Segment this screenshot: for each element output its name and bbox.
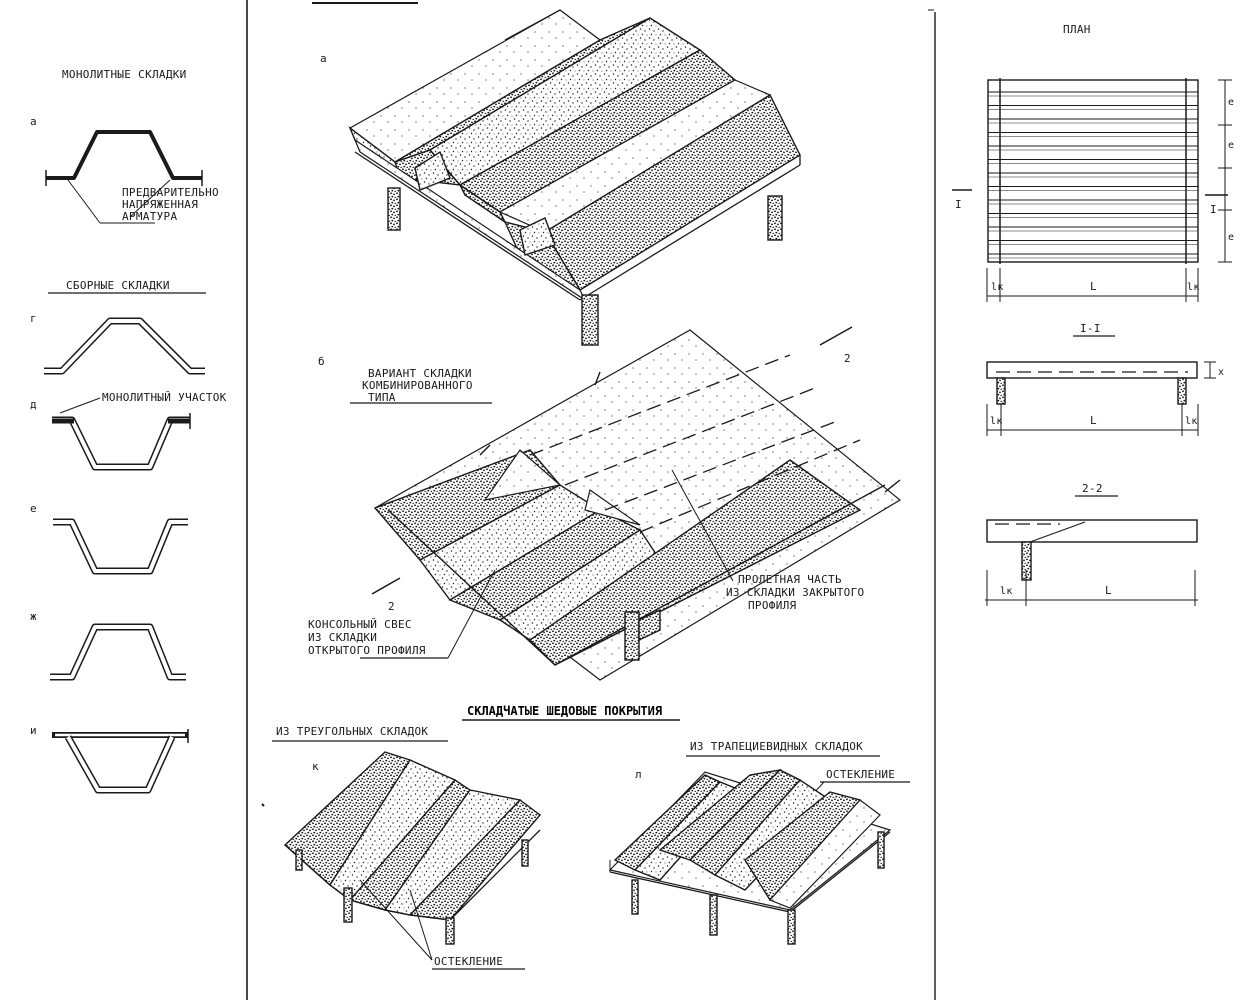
variant-label-2: КОМБИНИРОВАННОГО — [362, 379, 473, 392]
fig-letter-l: л — [635, 768, 642, 781]
svg-text:lк: lк — [990, 416, 1003, 427]
fold-letter-d: д — [30, 398, 37, 411]
section-2-title: 2-2 — [1082, 482, 1103, 495]
right-panel: ПЛАН e e e I I lк — [952, 23, 1234, 606]
cantilever-label-1: КОНСОЛЬНЫЙ СВЕС — [308, 618, 412, 631]
fig-letter-a: а — [320, 52, 327, 65]
span-label-2: ИЗ СКЛАДКИ ЗАКРЫТОГО — [726, 586, 864, 599]
svg-text:2: 2 — [844, 352, 851, 365]
triangular-folds-title: ИЗ ТРЕУГОЛЬНЫХ СКЛАДОК — [276, 725, 428, 738]
glazing-label-bottom: ОСТЕКЛЕНИЕ — [434, 955, 503, 968]
section-2-view: lк L — [985, 519, 1198, 606]
prefab-folds-title: СБОРНЫЕ СКЛАДКИ — [66, 279, 170, 292]
fold-roof-b — [373, 329, 902, 681]
svg-text:2: 2 — [388, 600, 395, 613]
prestressed-label-3: АРМАТУРА — [122, 210, 177, 223]
cantilever-label-3: ОТКРЫТОГО ПРОФИЛЯ — [308, 644, 426, 657]
fold-letter-e: е — [30, 502, 37, 515]
svg-text:L: L — [1090, 280, 1097, 293]
cut-mark-top: 2 — [819, 326, 853, 365]
shed-roofs-title: СКЛАДЧАТЫЕ ШЕДОВЫЕ ПОКРЫТИЯ — [467, 704, 662, 718]
fold-letter-a: а — [30, 115, 37, 128]
triangular-shed-roof — [261, 751, 542, 945]
rebar-leader-1 — [67, 179, 101, 224]
fold-letter-g: г — [30, 312, 37, 325]
fold-roof-a — [348, 9, 801, 346]
fold-profile-a — [46, 130, 202, 180]
svg-text:e: e — [1228, 232, 1234, 243]
glazing-label-right: ОСТЕКЛЕНИЕ — [826, 768, 895, 781]
plan-view: e e e I I lк L lк — [952, 78, 1234, 302]
fold-letter-zh: ж — [30, 610, 37, 623]
rebar-leader-2 — [129, 179, 171, 218]
svg-text:I: I — [1210, 203, 1217, 216]
monolithic-section-label: МОНОЛИТНЫЙ УЧАСТОК — [102, 391, 227, 404]
section-1-title: I-I — [1080, 322, 1101, 335]
monolithic-folds-title: МОНОЛИТНЫЕ СКЛАДКИ — [62, 68, 187, 81]
svg-text:L: L — [1105, 584, 1112, 597]
fig-letter-b: б — [318, 355, 325, 368]
fold-letter-i: и — [30, 724, 37, 737]
svg-text:I: I — [955, 198, 962, 211]
svg-text:e: e — [1228, 140, 1234, 151]
span-label-1: ПРОЛЕТНАЯ ЧАСТЬ — [738, 573, 842, 586]
variant-label-1: ВАРИАНТ СКЛАДКИ — [368, 367, 472, 380]
svg-text:lк: lк — [1000, 586, 1013, 597]
svg-text:e: e — [1228, 97, 1234, 108]
cut-mark-bottom: 2 — [371, 577, 401, 613]
prestressed-label-2: НАПРЯЖЕННАЯ — [122, 198, 198, 211]
svg-text:x: x — [1218, 367, 1224, 378]
center-panel: а б ВАРИАНТ СКЛАДКИ КОМБИН — [261, 9, 910, 970]
svg-text:lк: lк — [1185, 416, 1198, 427]
svg-text:lк: lк — [991, 282, 1004, 293]
section-1-view: x lк L lк — [986, 361, 1224, 436]
cantilever-label-2: ИЗ СКЛАДКИ — [308, 631, 377, 644]
plan-title: ПЛАН — [1063, 23, 1091, 36]
fold-profile-d — [52, 416, 190, 471]
trapezoidal-shed-roof — [608, 768, 892, 945]
fig-letter-k: к — [312, 760, 319, 773]
svg-text:lк: lк — [1187, 282, 1200, 293]
variant-label-3: ТИПА — [368, 391, 396, 404]
trapezoidal-folds-title: ИЗ ТРАПЕЦИЕВИДНЫХ СКЛАДОК — [690, 740, 863, 753]
left-panel: МОНОЛИТНЫЕ СКЛАДКИ а ПРЕДВАРИТЕЛЬНО НАПР… — [30, 68, 227, 794]
svg-text:L: L — [1090, 414, 1097, 427]
span-label-3: ПРОФИЛЯ — [748, 599, 797, 612]
prestressed-label-1: ПРЕДВАРИТЕЛЬНО — [122, 186, 219, 199]
